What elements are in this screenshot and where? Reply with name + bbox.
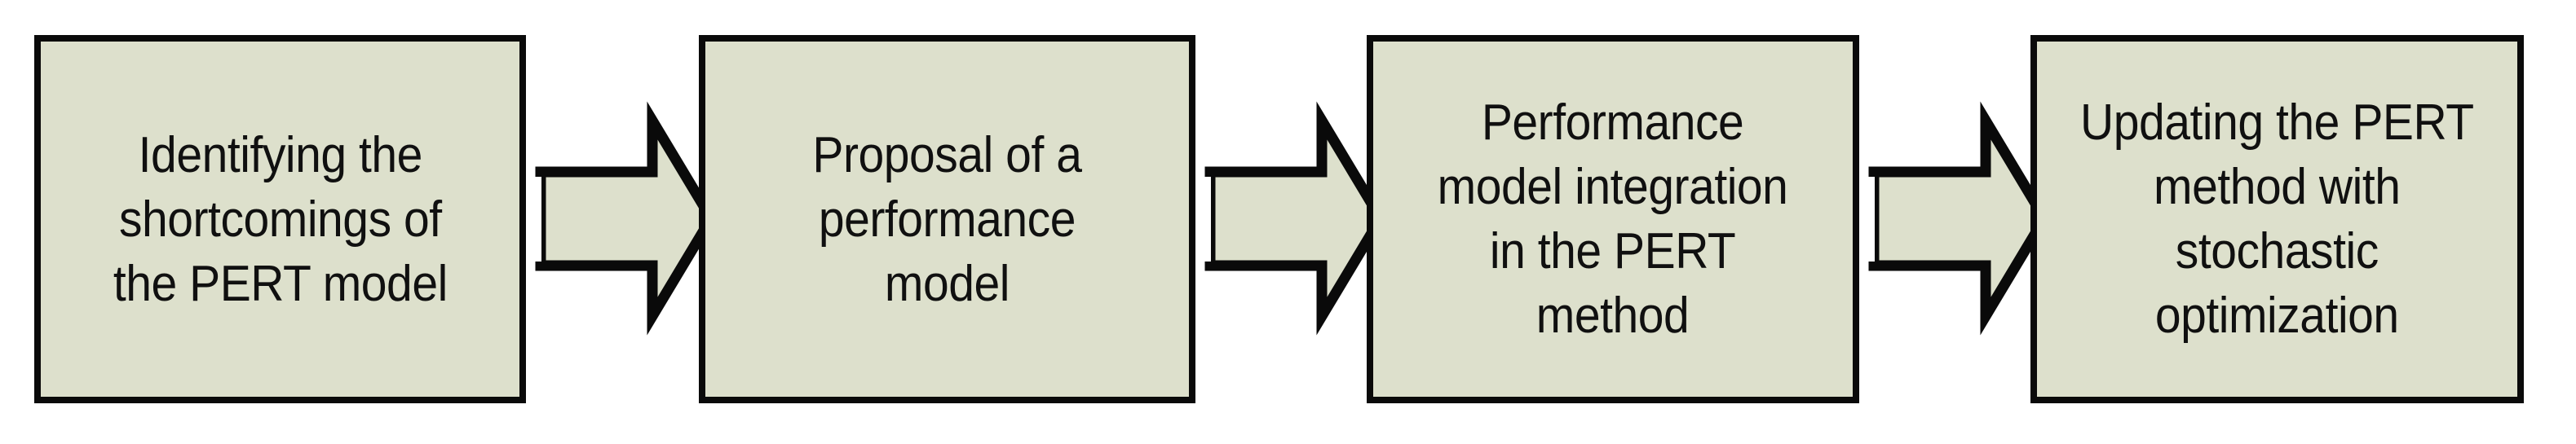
arrow-gap-2 (1195, 177, 1211, 262)
block-arrow-shape (1868, 101, 2051, 336)
step-label-2: Proposal of a performance model (812, 126, 1082, 312)
step-label-3: Performance model integration in the PER… (1438, 95, 1788, 344)
block-arrow-shape (1204, 101, 1387, 336)
arrow-gap-3 (1859, 177, 1875, 262)
step-box-4[interactable]: Updating the PERT method with stochastic… (2030, 35, 2524, 403)
block-arrow-shape (535, 101, 718, 336)
arrow-gap-1 (526, 177, 541, 262)
step-box-1[interactable]: Identifying the shortcomings of the PERT… (34, 35, 526, 403)
arrow-step3-step4 (1868, 101, 2051, 336)
step-box-2[interactable]: Proposal of a performance model (699, 35, 1195, 403)
step-label-4: Updating the PERT method with stochastic… (2080, 95, 2474, 344)
arrow-step2-step3 (1204, 101, 1387, 336)
step-box-3[interactable]: Performance model integration in the PER… (1367, 35, 1859, 403)
step-label-1: Identifying the shortcomings of the PERT… (113, 126, 448, 312)
arrow-step1-step2 (535, 101, 718, 336)
